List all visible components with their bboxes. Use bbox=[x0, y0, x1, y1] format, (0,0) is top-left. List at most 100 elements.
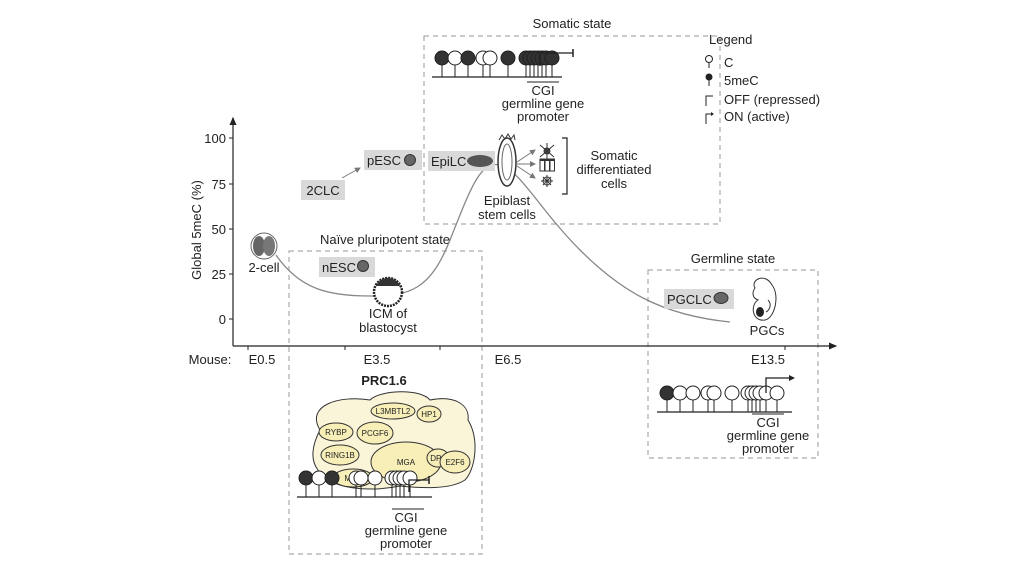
legend-item-c: C bbox=[705, 55, 733, 70]
unmethylated-cpg bbox=[353, 470, 369, 486]
svg-text:ON (active): ON (active) bbox=[724, 109, 790, 124]
methylated-cpg bbox=[460, 50, 476, 66]
epithelial-cells-icon bbox=[539, 158, 555, 172]
methylated-cpg bbox=[324, 470, 340, 486]
naive-state-box bbox=[288, 250, 483, 555]
epiblast-icon bbox=[497, 133, 517, 187]
somatic-cgi-label: CGI bbox=[531, 83, 554, 98]
somatic-promoter-off-arrow bbox=[539, 52, 573, 66]
two-cell-label: 2-cell bbox=[248, 260, 279, 275]
somatic-state-box bbox=[423, 35, 721, 225]
methylated-cpg bbox=[544, 50, 560, 66]
xtick-e3-5: E3.5 bbox=[364, 352, 391, 367]
ytick-50: 50 bbox=[212, 222, 226, 237]
epiblast-label-line2: stem cells bbox=[478, 207, 536, 222]
promoter-on-icon bbox=[705, 113, 712, 124]
nesc-label: nESC bbox=[322, 260, 356, 275]
somatic-promoter-line2: promoter bbox=[517, 109, 570, 124]
twoclc-label: 2CLC bbox=[306, 183, 339, 198]
legend-item-5mec: 5meC bbox=[705, 73, 759, 88]
unmethylated-cpg bbox=[724, 385, 740, 401]
pesc-cell-icon bbox=[404, 154, 416, 166]
ytick-0: 0 bbox=[219, 312, 226, 327]
prc-promoter-off-arrow bbox=[408, 479, 429, 492]
methylated-cpg bbox=[298, 470, 314, 486]
germline-state-box bbox=[647, 269, 819, 459]
methylated-cpg bbox=[500, 50, 516, 66]
two-cell-embryo-icon bbox=[250, 232, 278, 260]
blastocyst-icon bbox=[372, 276, 404, 308]
ytick-100: 100 bbox=[204, 131, 226, 146]
svg-text:E2F6: E2F6 bbox=[445, 458, 465, 467]
unmethylated-cpg bbox=[706, 385, 722, 401]
somatic-label-line3: cells bbox=[601, 176, 628, 191]
protein-hp1: HP1 bbox=[416, 405, 442, 423]
protein-l3mbtl2: L3MBTL2 bbox=[370, 402, 416, 420]
svg-text:RYBP: RYBP bbox=[325, 428, 347, 437]
differentiation-arrows bbox=[516, 149, 536, 179]
unmethylated-cpg bbox=[769, 385, 785, 401]
protein-rybp: RYBP bbox=[318, 422, 354, 442]
somatic-methylation-row bbox=[432, 50, 562, 78]
somatic-state-title: Somatic state bbox=[533, 16, 612, 31]
twoclc-to-pesc-arrow bbox=[341, 167, 361, 179]
somatic-label-line2: differentiated bbox=[577, 162, 652, 177]
x-prefix: Mouse: bbox=[189, 352, 232, 367]
twoclc-bg bbox=[301, 180, 345, 200]
naive-state-title: Naïve pluripotent state bbox=[320, 232, 450, 247]
promoter-off-icon bbox=[705, 95, 713, 106]
y-ticks: 100 75 50 25 0 bbox=[204, 131, 233, 327]
epiblast-label-line1: Epiblast bbox=[484, 193, 531, 208]
xtick-e6-5: E6.5 bbox=[495, 352, 522, 367]
svg-text:MGA: MGA bbox=[397, 458, 416, 467]
methylated-cpg bbox=[659, 385, 675, 401]
neuron-icon bbox=[539, 143, 555, 159]
y-axis-label: Global 5meC (%) bbox=[189, 180, 204, 280]
unmethylated-cpg bbox=[447, 50, 463, 66]
open-lollipop-icon bbox=[705, 55, 713, 68]
prc-methylation-row bbox=[297, 470, 432, 498]
pgclc-cell-icon bbox=[713, 292, 729, 304]
legend-item-on: ON (active) bbox=[705, 109, 790, 124]
unmethylated-cpg bbox=[367, 470, 383, 486]
prc-title: PRC1.6 bbox=[361, 373, 407, 388]
epilc-label: EpiLC bbox=[431, 154, 466, 169]
blood-cell-icon bbox=[541, 175, 553, 187]
prc-promoter-line1: germline gene bbox=[365, 523, 447, 538]
unmethylated-cpg bbox=[402, 470, 418, 486]
svg-text:DP1: DP1 bbox=[430, 454, 446, 463]
nesc-cell-icon bbox=[357, 260, 369, 272]
ytick-75: 75 bbox=[212, 177, 226, 192]
icm-label-line1: ICM of bbox=[369, 306, 408, 321]
epilc-cell-icon bbox=[467, 155, 493, 167]
unmethylated-cpg bbox=[482, 50, 498, 66]
methylated-cpg bbox=[434, 50, 450, 66]
svg-text:HP1: HP1 bbox=[421, 410, 437, 419]
somatic-bracket bbox=[562, 137, 568, 195]
ytick-25: 25 bbox=[212, 267, 226, 282]
unmethylated-cpg bbox=[672, 385, 688, 401]
svg-text:L3MBTL2: L3MBTL2 bbox=[376, 407, 411, 416]
x-ticks: Mouse: E0.5 E3.5 E6.5 E13.5 bbox=[189, 346, 786, 367]
protein-pcgf6: PCGF6 bbox=[356, 421, 394, 445]
unmethylated-cpg bbox=[311, 470, 327, 486]
germline-cgi-label: CGI bbox=[756, 415, 779, 430]
protein-ring1b: RING1B bbox=[320, 444, 360, 466]
icm-label-line2: blastocyst bbox=[359, 320, 417, 335]
unmethylated-cpg bbox=[685, 385, 701, 401]
germline-methylation-row bbox=[657, 385, 792, 413]
legend-item-off: OFF (repressed) bbox=[705, 92, 820, 107]
filled-lollipop-icon bbox=[705, 73, 713, 86]
xtick-e13-5: E13.5 bbox=[751, 352, 785, 367]
svg-text:C: C bbox=[724, 55, 733, 70]
svg-text:RING1B: RING1B bbox=[325, 451, 355, 460]
protein-e2f6: E2F6 bbox=[439, 450, 471, 474]
somatic-promoter-line1: germline gene bbox=[502, 96, 584, 111]
legend-title: Legend bbox=[709, 32, 752, 47]
svg-text:OFF (repressed): OFF (repressed) bbox=[724, 92, 820, 107]
germline-promoter-line1: germline gene bbox=[727, 428, 809, 443]
svg-text:5meC: 5meC bbox=[724, 73, 759, 88]
germline-promoter-on-arrow bbox=[765, 377, 791, 393]
prc-cgi-label: CGI bbox=[394, 510, 417, 525]
